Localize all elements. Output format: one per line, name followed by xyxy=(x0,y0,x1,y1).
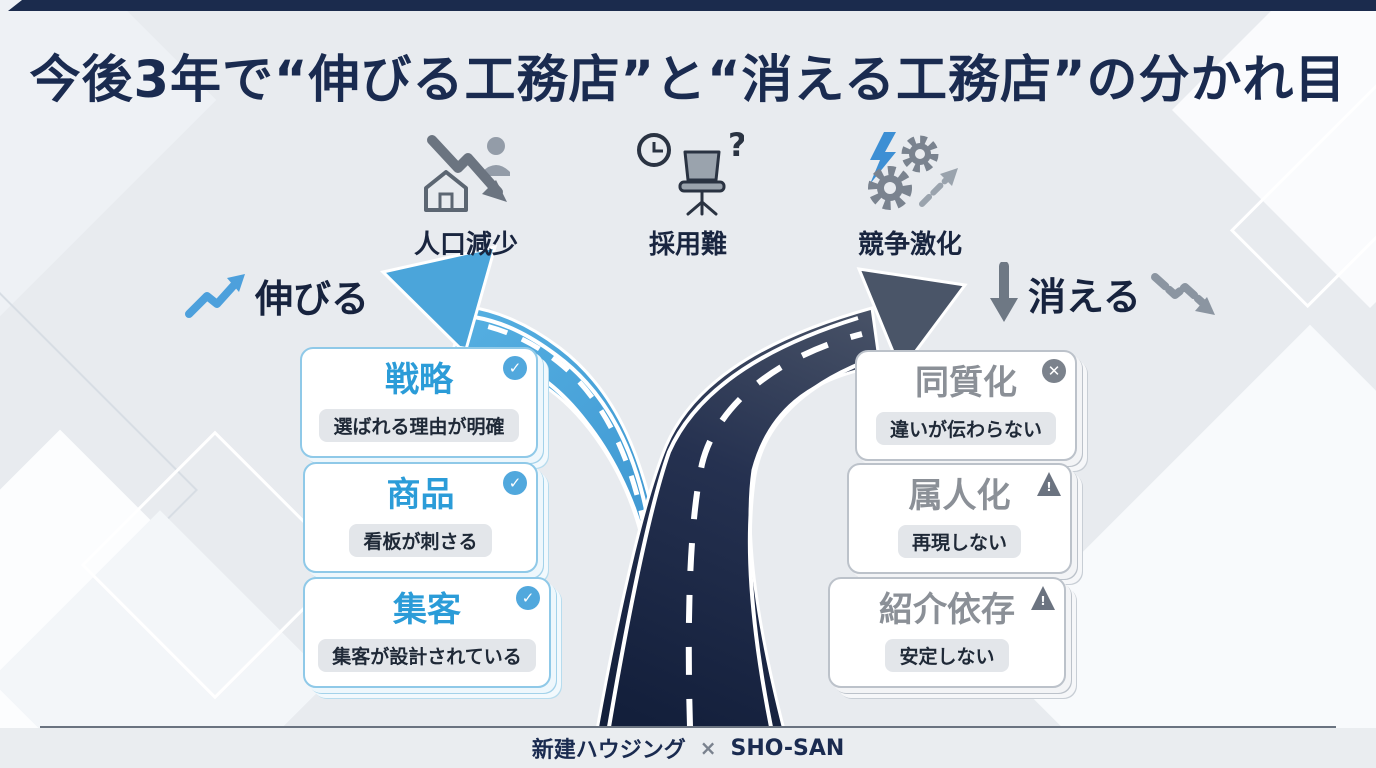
footer-divider xyxy=(40,726,1336,728)
grow-label-group: 伸びる xyxy=(183,268,369,323)
challenge-hiring-difficulty: ? 採用難 xyxy=(613,128,763,261)
page-title: 今後3年で“伸びる工務店”と“消える工務店”の分かれ目 xyxy=(29,51,1347,110)
trend-up-icon xyxy=(185,273,245,318)
card-title: 属人化 xyxy=(908,476,1011,516)
card-subtitle: 選ばれる理由が明確 xyxy=(319,409,519,443)
disappear-label-group: 消える xyxy=(988,262,1219,324)
top-accent-bar xyxy=(8,0,1376,11)
disappear-road xyxy=(595,267,968,732)
trend-down-icon xyxy=(1150,273,1215,315)
card-subtitle: 安定しない xyxy=(885,639,1009,673)
challenges-row: 人口減少 ? 採用難 xyxy=(391,128,985,261)
card-title: 商品 xyxy=(386,475,455,515)
population-decline-icon xyxy=(410,128,522,220)
svg-text:?: ? xyxy=(728,130,744,164)
disappear-label: 消える xyxy=(1028,274,1141,319)
grow-card-strategy: ✓ 戦略 選ばれる理由が明確 xyxy=(300,347,538,459)
cross-badge: ✕ xyxy=(1042,359,1066,383)
card-title: 紹介依存 xyxy=(879,590,1015,630)
check-badge: ✓ xyxy=(516,586,540,610)
check-badge: ✓ xyxy=(503,471,527,495)
footer-separator: × xyxy=(699,736,717,760)
grow-arrowhead xyxy=(379,244,498,356)
grow-label: 伸びる xyxy=(255,277,370,321)
arrow-down-icon xyxy=(990,262,1018,322)
grow-card-product: ✓ 商品 看板が刺さる xyxy=(303,462,538,574)
footer: 新建ハウジング × SHO-SAN xyxy=(0,728,1376,768)
grow-card-attraction: ✓ 集客 集客が設計されている xyxy=(303,577,551,689)
card-title: 戦略 xyxy=(385,360,453,400)
footer-brand-right: SHO-SAN xyxy=(730,735,845,761)
challenge-label: 人口減少 xyxy=(413,230,518,260)
challenge-label: 競争激化 xyxy=(857,230,962,260)
footer-brand-left: 新建ハウジング xyxy=(531,738,686,763)
challenge-label: 採用難 xyxy=(648,230,727,260)
challenge-competition: 競争激化 xyxy=(835,128,985,261)
card-title: 同質化 xyxy=(915,363,1017,403)
card-subtitle: 集客が設計されている xyxy=(318,639,536,673)
card-subtitle: 違いが伝わらない xyxy=(875,412,1056,446)
card-title: 集客 xyxy=(393,590,461,630)
disappear-arrowhead xyxy=(856,267,968,375)
competition-intensify-icon xyxy=(854,128,966,220)
challenge-population-decline: 人口減少 xyxy=(391,128,541,261)
hiring-difficulty-icon: ? xyxy=(632,128,744,220)
disappear-card-person-dependence: ! 属人化 再現しない xyxy=(847,463,1072,575)
disappear-card-referral-dependence: ! 紹介依存 安定しない xyxy=(828,577,1066,689)
check-badge: ✓ xyxy=(503,356,527,380)
disappear-card-homogenization: ✕ 同質化 違いが伝わらない xyxy=(855,350,1077,462)
card-subtitle: 看板が刺さる xyxy=(349,524,492,558)
card-subtitle: 再現しない xyxy=(897,525,1021,559)
